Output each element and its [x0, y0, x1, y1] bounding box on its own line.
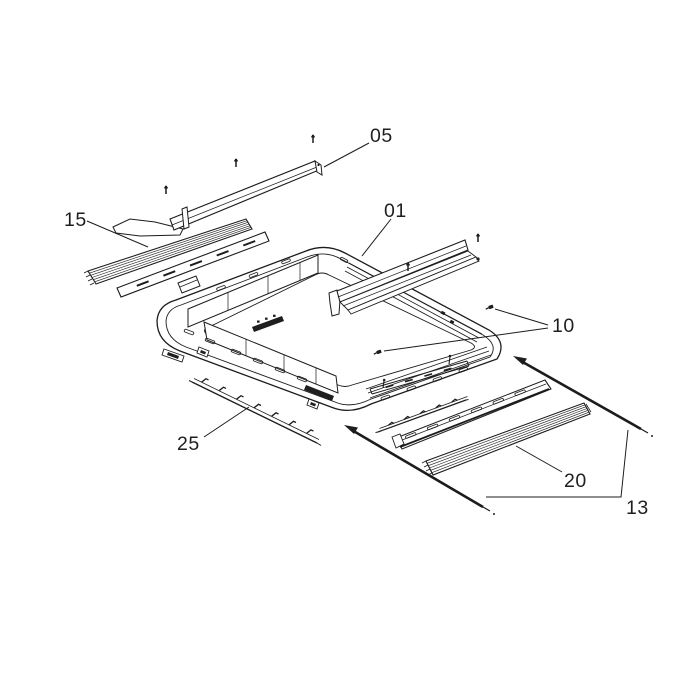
part-01-main-frame [156, 246, 502, 411]
part-25-serrated-strip [188, 377, 322, 446]
part-15-ribbed-strip-assembly [83, 218, 270, 298]
leader-line-15 [86, 220, 149, 248]
leader-line-10 [383, 308, 549, 352]
callout-10: 10 [552, 315, 575, 337]
part-20-ribbed-strip [421, 402, 592, 476]
lift-bracket [304, 385, 334, 401]
lift-bracket [252, 314, 284, 332]
mounting-foot [161, 346, 320, 410]
guide-rail [369, 354, 470, 395]
drive-cable [344, 425, 495, 515]
part-rear-deflector-bar [328, 232, 481, 317]
callout-01: 01 [384, 200, 407, 222]
serrated-strip [375, 396, 469, 433]
leader-line-01 [361, 218, 392, 257]
screw [233, 157, 239, 168]
drive-cable [513, 356, 653, 437]
callout-05: 05 [370, 125, 393, 147]
slotted-rail [391, 379, 552, 450]
leader-lines [86, 142, 629, 498]
fastener-screw-10 [485, 303, 495, 310]
leader-line-25 [203, 406, 250, 438]
leader-line-20 [515, 445, 563, 473]
callout-25: 25 [177, 433, 200, 455]
part-13-drive-cables [344, 356, 653, 515]
screw [163, 184, 169, 195]
part-cluster-right [369, 354, 592, 476]
screw [310, 133, 316, 144]
callout-15: 15 [64, 209, 87, 231]
callout-13: 13 [626, 497, 649, 519]
callout-labels: 05 01 15 10 25 20 13 [64, 125, 649, 519]
leader-line-05 [323, 142, 370, 168]
leader-bracket-13 [486, 429, 629, 498]
part-05-deflector-bar [112, 133, 323, 237]
callout-20: 20 [564, 470, 587, 492]
screw [475, 232, 481, 243]
